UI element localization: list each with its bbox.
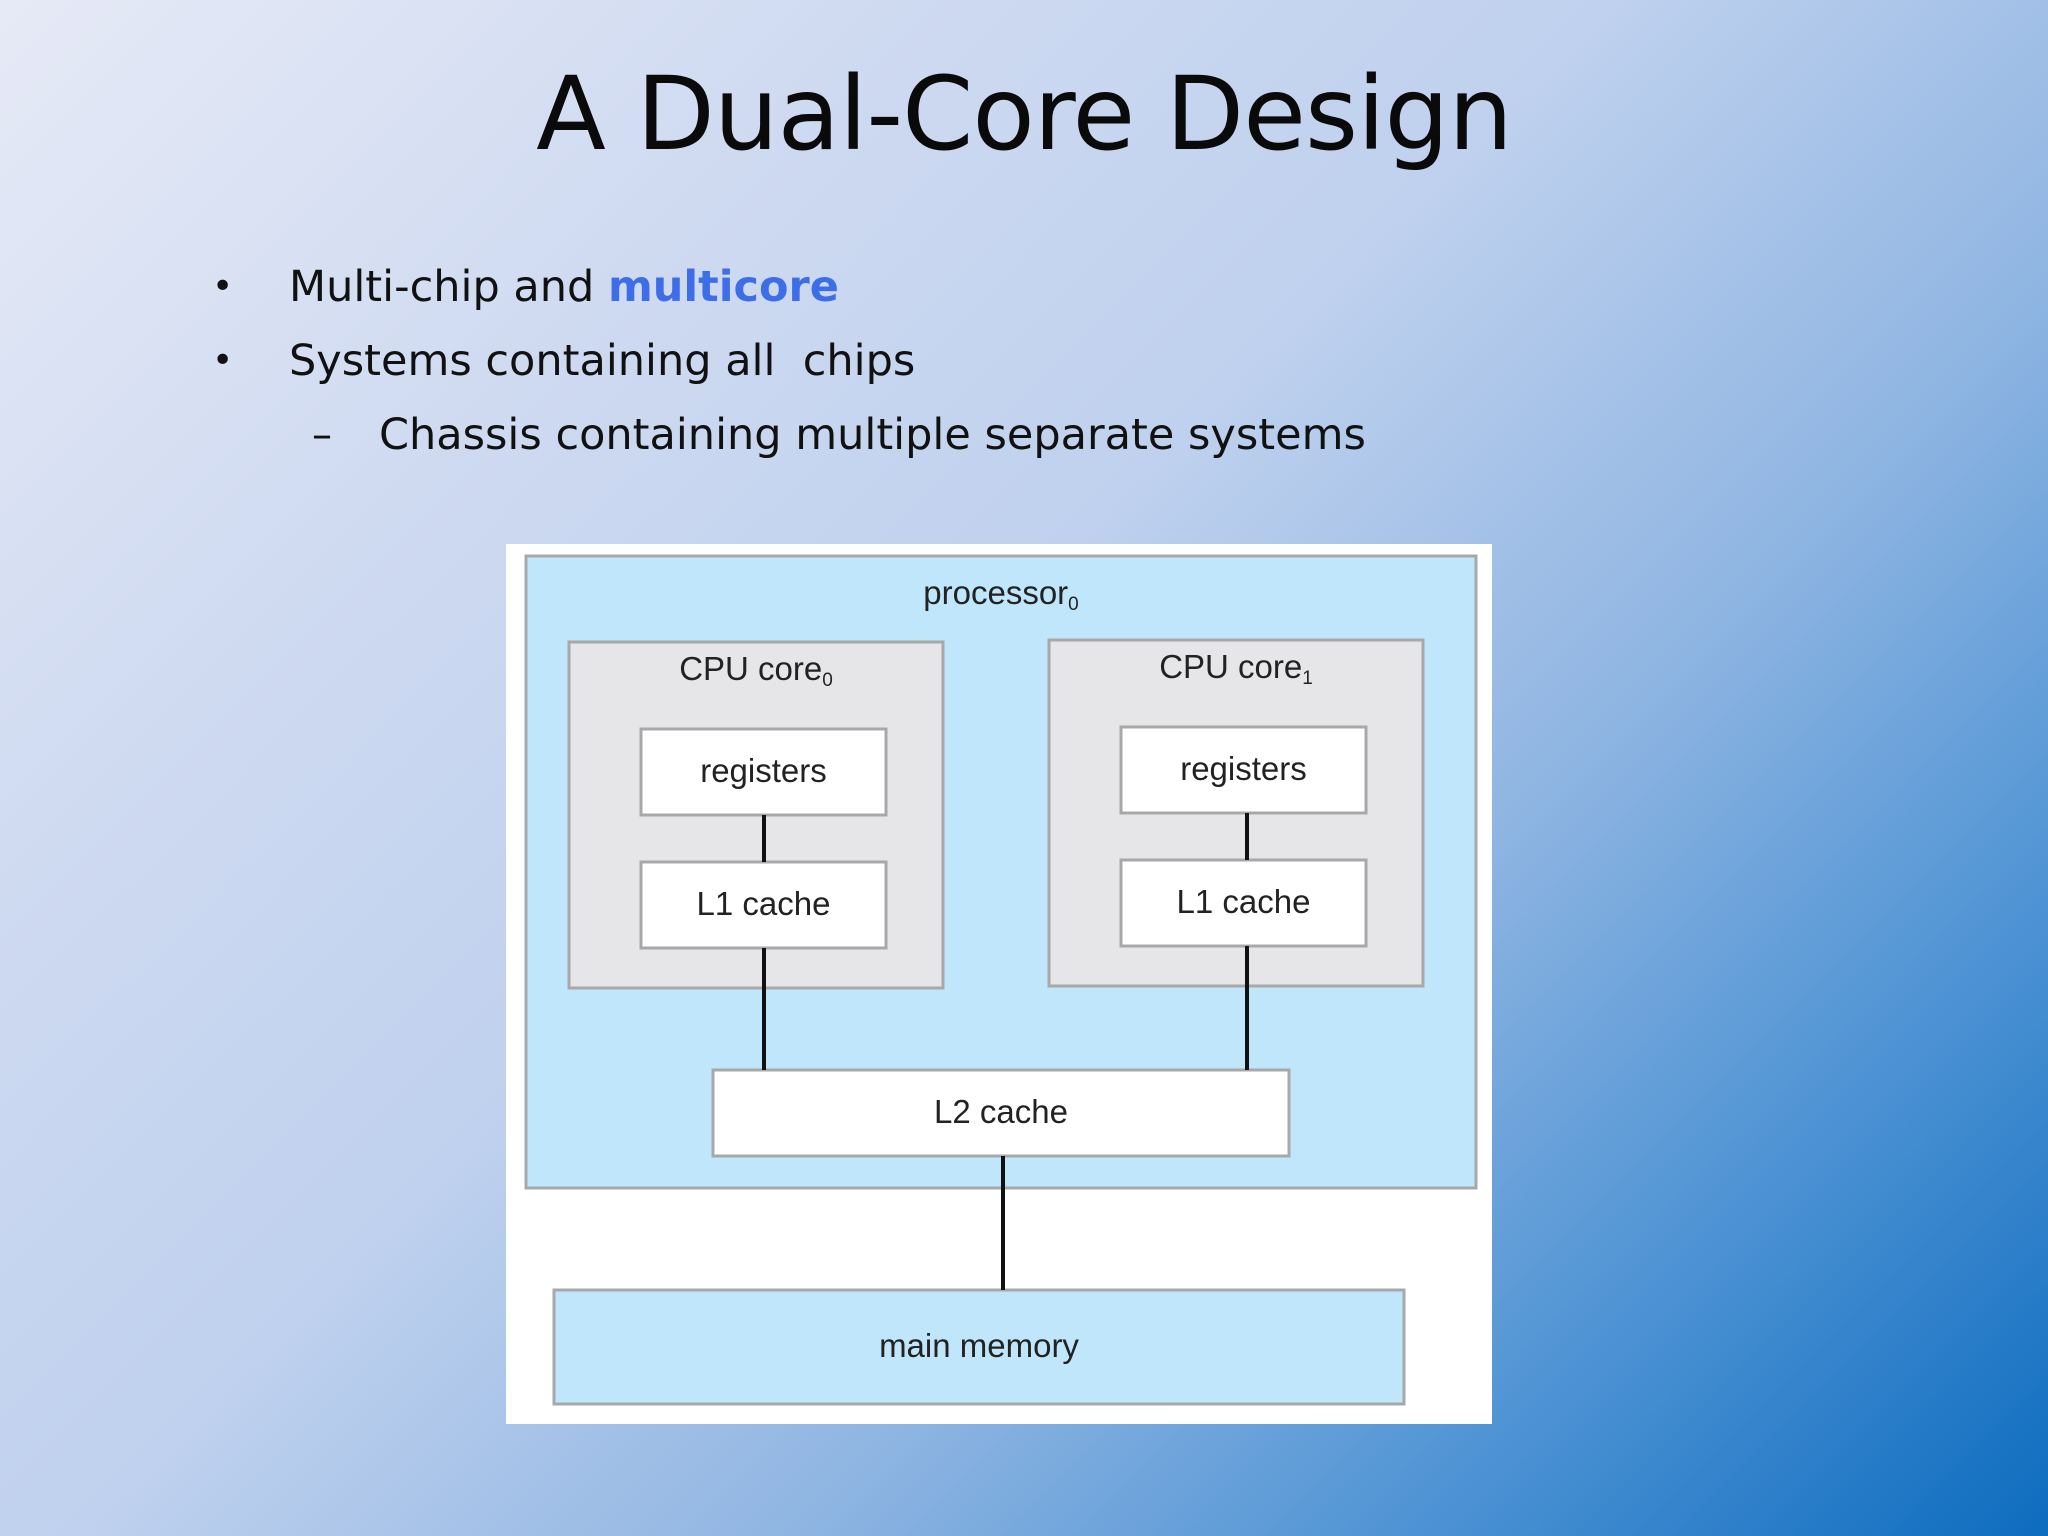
processor-label-sub: 0 — [1068, 594, 1079, 615]
registers-1-box — [1119, 725, 1368, 815]
processor-label-text: processor — [923, 574, 1069, 611]
registers-0-label: registers — [700, 752, 827, 789]
registers-1-label: registers — [1180, 750, 1307, 787]
l1-cache-0-label: L1 cache — [696, 885, 831, 922]
slide-title: A Dual-Core Design — [536, 55, 1513, 174]
registers-0-box — [639, 727, 888, 817]
bullet-list: • Multi-chip and multicore • Systems con… — [0, 0, 2048, 480]
cpu-core-label-text: CPU core — [679, 650, 823, 687]
main-memory-box — [552, 1288, 1406, 1406]
cpu-core-0-label: CPU core0 — [569, 650, 943, 692]
diagram-shapes — [524, 554, 1478, 1406]
cpu-core-1-label: CPU core1 — [1049, 648, 1423, 690]
cpu-core-label-text: CPU core — [1159, 648, 1303, 685]
bullet-marker: • — [212, 340, 234, 381]
cpu-core-label-sub: 0 — [822, 670, 833, 691]
bullet-text: Chassis containing multiple separate sys… — [379, 410, 1366, 460]
bullet-text: Systems containing all chips — [289, 336, 916, 386]
bullet-text-part: Multi-chip and — [289, 262, 608, 312]
highlight-term: multicore — [608, 262, 839, 312]
bullet-marker: • — [212, 266, 234, 307]
l2-cache-label: L2 cache — [934, 1093, 1068, 1130]
dual-core-diagram: processor0 CPU core0 CPU core1 registers… — [506, 544, 1492, 1424]
main-memory-label: main memory — [879, 1327, 1079, 1364]
l2-cache-box — [711, 1068, 1291, 1158]
l1-cache-1-label: L1 cache — [1176, 883, 1311, 920]
processor-label: processor0 — [526, 574, 1476, 616]
l1-cache-1-box — [1119, 858, 1368, 948]
bullet-text: Multi-chip and multicore — [289, 262, 839, 312]
dash-marker: – — [312, 412, 332, 458]
cpu-core-label-sub: 1 — [1302, 668, 1313, 689]
